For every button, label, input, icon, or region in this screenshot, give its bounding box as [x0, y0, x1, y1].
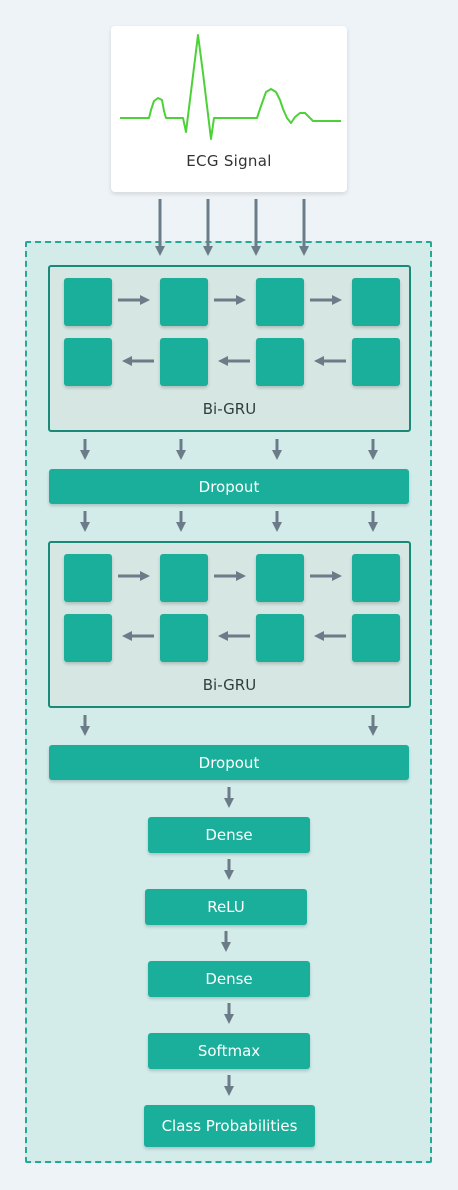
relu-layer: ReLU: [145, 889, 307, 925]
gru-cell-backward-4: [352, 338, 400, 386]
class-probabilities-output: Class Probabilities: [144, 1105, 315, 1147]
bi-gru-block-1: Bi-GRU: [48, 265, 411, 432]
gru-cell-backward-4: [352, 614, 400, 662]
ecg-signal-card: ECG Signal: [111, 26, 347, 192]
ecg-signal-label: ECG Signal: [186, 152, 272, 170]
dense-layer-1: Dense: [148, 817, 310, 853]
bi-gru-label: Bi-GRU: [202, 400, 257, 418]
gru-cell-forward-2: [160, 554, 208, 602]
gru-cell-forward-4: [352, 554, 400, 602]
gru-cell-backward-1: [64, 338, 112, 386]
bi-gru-label: Bi-GRU: [202, 676, 257, 694]
softmax-layer: Softmax: [148, 1033, 310, 1069]
gru-cell-forward-1: [64, 278, 112, 326]
gru-cell-forward-3: [256, 554, 304, 602]
dropout-layer-1: Dropout: [49, 469, 409, 504]
gru-cell-forward-4: [352, 278, 400, 326]
ecg-waveform: [120, 34, 341, 140]
gru-cell-backward-2: [160, 614, 208, 662]
bi-gru-block-2: Bi-GRU: [48, 541, 411, 708]
gru-cell-forward-3: [256, 278, 304, 326]
dense-layer-2: Dense: [148, 961, 310, 997]
gru-cell-backward-1: [64, 614, 112, 662]
gru-cell-backward-3: [256, 614, 304, 662]
dropout-layer-2: Dropout: [49, 745, 409, 780]
gru-cell-forward-2: [160, 278, 208, 326]
gru-cell-forward-1: [64, 554, 112, 602]
gru-cell-backward-3: [256, 338, 304, 386]
gru-cell-backward-2: [160, 338, 208, 386]
